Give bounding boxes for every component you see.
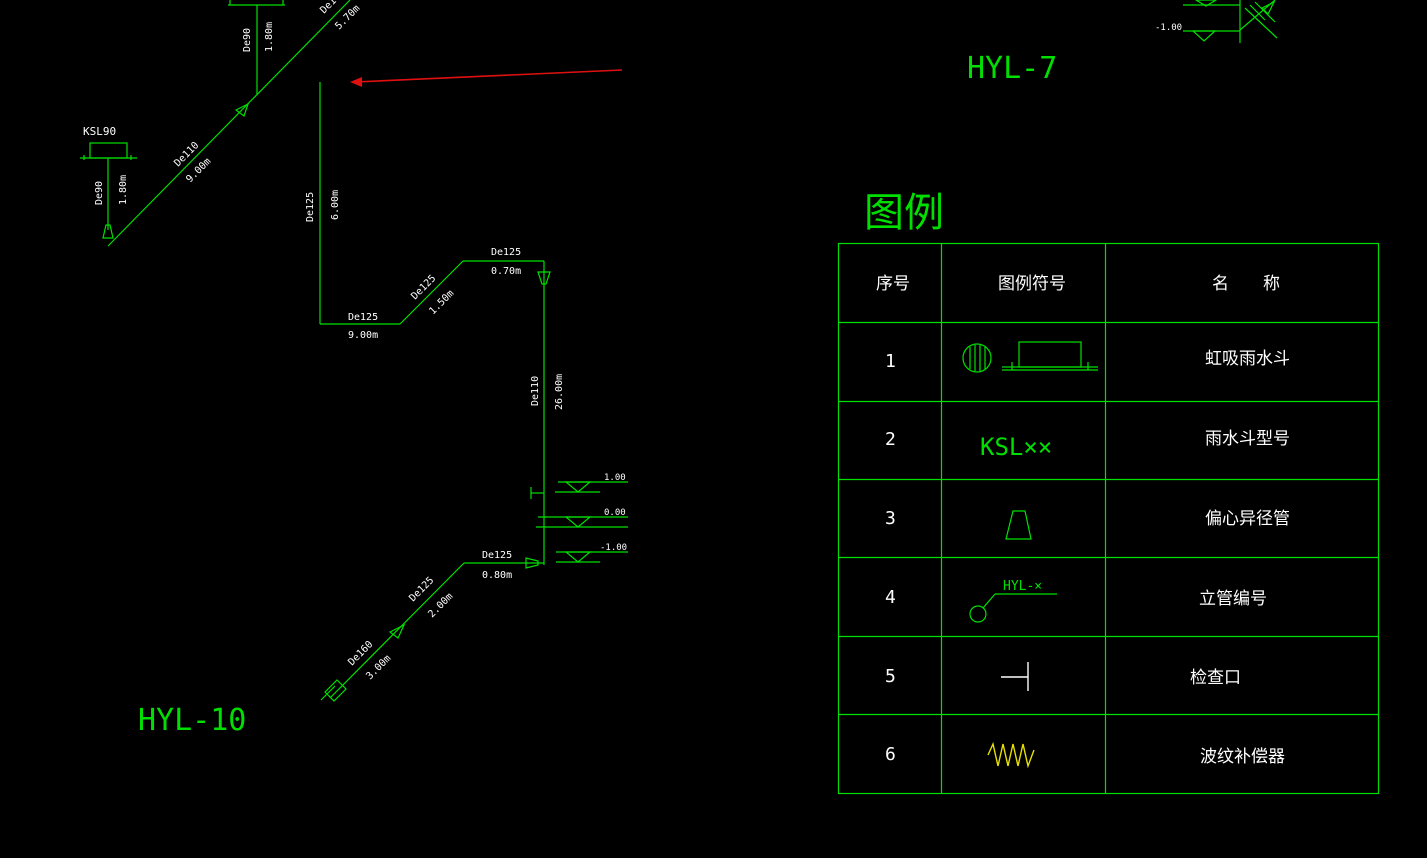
- elevation-2: 0.00: [604, 508, 626, 518]
- label-h2-size: De125: [491, 247, 521, 258]
- legend-row-name: 检查口: [1190, 668, 1241, 688]
- legend-row-no: 1: [885, 351, 896, 372]
- legend-header-no: 序号: [876, 274, 910, 294]
- eccentric-reducer-icon: [1005, 510, 1032, 540]
- elevation-3: -1.00: [600, 543, 627, 553]
- legend-title: 图例: [864, 190, 944, 236]
- annotation-arrow: [350, 69, 623, 87]
- bellows-icon: [987, 741, 1035, 769]
- label-v1-len: 6.00m: [330, 190, 341, 220]
- legend-row-no: 4: [885, 587, 896, 608]
- system-label-right: HYL-7: [967, 51, 1057, 86]
- legend-row-name: 波纹补偿器: [1200, 747, 1285, 767]
- legend-row-name: 偏心异径管: [1205, 509, 1290, 529]
- label-d1-size: De90: [242, 28, 253, 52]
- label-v2-len: 26.00m: [554, 374, 565, 410]
- legend-row-name: 立管编号: [1199, 589, 1267, 609]
- riser-tag-icon: [969, 593, 1057, 623]
- label-v1-size: De125: [305, 192, 316, 222]
- cleanout-icon: [1001, 662, 1029, 691]
- label-h3-len: 0.80m: [482, 570, 512, 581]
- pipe-system-hyl-7-fragment: [1183, 0, 1278, 43]
- label-h1-size: De125: [348, 312, 378, 323]
- label-ksl: KSL90: [83, 125, 116, 138]
- label-h2-len: 0.70m: [491, 266, 521, 277]
- label-h3-size: De125: [482, 550, 512, 561]
- legend-row-no: 2: [885, 429, 896, 450]
- legend-row-no: 6: [885, 744, 896, 765]
- pipe-system-hyl-10: [80, 0, 628, 702]
- elevation-top-right: -1.00: [1155, 23, 1182, 33]
- label-v2-size: De110: [530, 376, 541, 406]
- elevation-1: 1.00: [604, 473, 626, 483]
- legend: 图例 序号 图例符号 名 称 1 2 3 4 5 6 虹吸雨水斗 雨水斗型号 偏…: [837, 190, 1380, 795]
- riser-tag-text: HYL-×: [1003, 579, 1042, 594]
- label-h1-len: 9.00m: [348, 330, 378, 341]
- label-d1-len: 1.80m: [264, 22, 275, 52]
- legend-row-name: 虹吸雨水斗: [1205, 349, 1290, 369]
- legend-row-no: 3: [885, 508, 896, 529]
- siphon-drain-icon: [962, 341, 1098, 373]
- label-d3-len: 1.80m: [118, 175, 129, 205]
- legend-header-symbol: 图例符号: [998, 274, 1066, 294]
- label-d3-size: De90: [94, 181, 105, 205]
- pipe-labels: KSL90 De90 1.80m De110 9.00m De90 1.80m …: [83, 0, 1182, 682]
- legend-row-name: 雨水斗型号: [1205, 429, 1290, 449]
- model-text-icon: KSL××: [980, 433, 1052, 461]
- legend-row-no: 5: [885, 666, 896, 687]
- legend-header-name: 名 称: [1212, 274, 1280, 294]
- system-label-left: HYL-10: [138, 703, 246, 738]
- legend-grid: [837, 242, 1380, 795]
